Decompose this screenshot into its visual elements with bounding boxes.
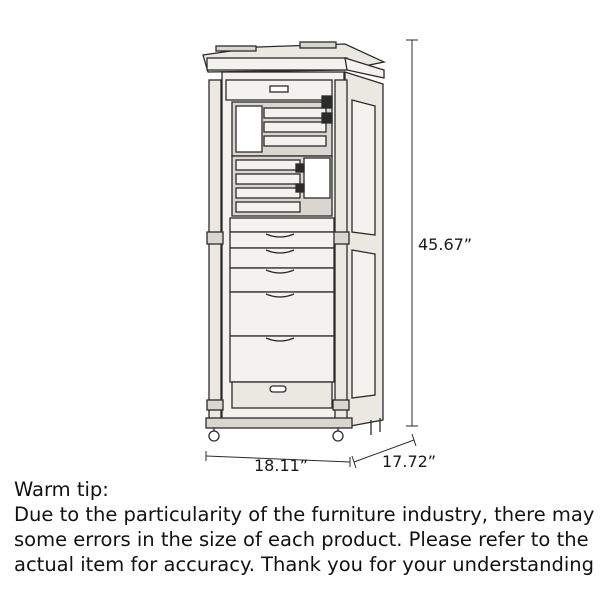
cabinet-base	[205, 417, 353, 442]
drawer-stack	[229, 217, 335, 409]
cabinet-illustration	[202, 39, 418, 469]
warm-tip-note: Warm tip: Due to the particularity of th…	[14, 477, 600, 577]
height-dimension-line	[406, 39, 418, 427]
width-label: 18.11”	[254, 456, 309, 475]
cabinet-side-panel	[344, 71, 384, 435]
width-dimension-line	[205, 451, 351, 467]
depth-dimension-line	[351, 433, 417, 469]
jewelry-trays	[231, 95, 333, 217]
warm-tip-line-3: actual item for accuracy. Thank you for …	[14, 553, 595, 576]
height-label: 45.67”	[418, 235, 473, 254]
warm-tip-line-2: some errors in the size of each product.…	[14, 528, 589, 551]
depth-label: 17.72”	[382, 452, 437, 471]
warm-tip-line-1: Due to the particularity of the furnitur…	[14, 503, 600, 526]
warm-tip-title: Warm tip:	[14, 478, 109, 501]
